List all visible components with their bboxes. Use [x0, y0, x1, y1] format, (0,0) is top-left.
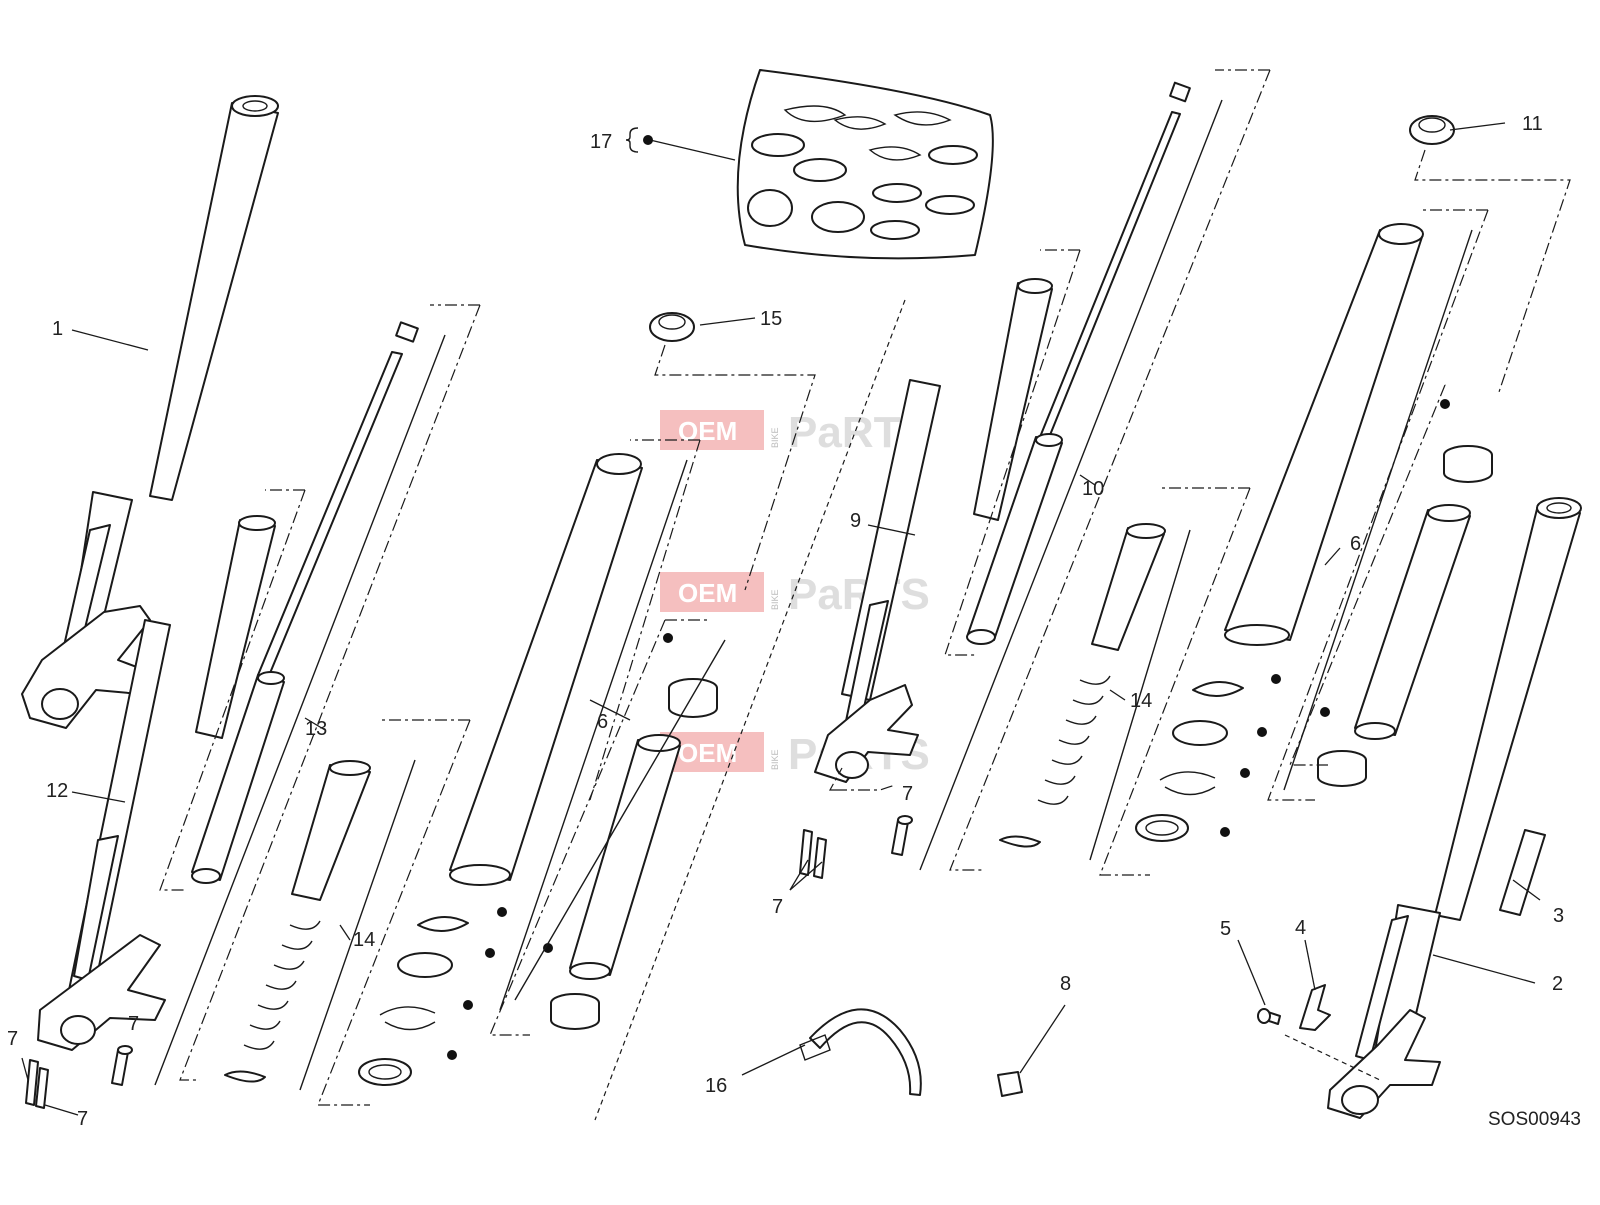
seal-kit-right[interactable] [1135, 681, 1244, 842]
bushing-left-upper[interactable] [668, 678, 718, 718]
bushing-dots-right [1220, 399, 1450, 837]
callout-6-right: 6 [1350, 533, 1361, 555]
callout-3: 3 [1553, 905, 1564, 927]
screw-right-b[interactable] [813, 837, 827, 879]
callout-13: 13 [305, 718, 327, 740]
screw-right-a[interactable] [799, 829, 813, 876]
watermark-oem: OEM [678, 738, 737, 768]
callout-16: 16 [705, 1075, 727, 1097]
callout-7-b: 7 [77, 1108, 88, 1130]
callout-7-a: 7 [7, 1028, 18, 1050]
inner-tube-right[interactable] [1224, 223, 1424, 646]
slider-tube-right[interactable] [1354, 504, 1471, 740]
fork-leg-complete-left[interactable] [21, 95, 279, 729]
leader-lines [21, 122, 1541, 1116]
cable-clamp[interactable] [799, 1008, 922, 1096]
callout-6-left: 6 [597, 711, 608, 733]
bracket-4[interactable] [1299, 984, 1331, 1031]
callout-1: 1 [52, 318, 63, 340]
inner-tube-right-small[interactable] [973, 278, 1053, 521]
callout-5: 5 [1220, 918, 1231, 940]
bushing-dots-left [447, 633, 673, 1060]
callout-labels: 1 2 3 4 5 6 6 7 7 7 7 7 8 9 10 11 12 13 … [7, 113, 1564, 1130]
callout-8: 8 [1060, 973, 1071, 995]
protector-pad[interactable] [1499, 829, 1546, 916]
slider-tube-left[interactable] [569, 734, 681, 980]
watermark-oem: OEM [678, 578, 737, 608]
watermark-1: OEM BIKE PaRTS [660, 408, 930, 457]
callout-2: 2 [1552, 973, 1563, 995]
callout-12: 12 [46, 780, 68, 802]
bushing-left-lower[interactable] [550, 993, 600, 1030]
watermark-bike: BIKE [770, 749, 780, 770]
callout-4: 4 [1295, 917, 1306, 939]
diagram-code: SOS00943 [1488, 1109, 1581, 1130]
callout-7-c: 7 [128, 1013, 139, 1035]
callout-14-left: 14 [353, 929, 375, 951]
bush-8[interactable] [997, 1071, 1023, 1097]
damper-cartridge-left[interactable] [191, 321, 419, 884]
callout-7-e: 7 [902, 783, 913, 805]
watermark-bike: BIKE [770, 589, 780, 610]
fork-spring-right[interactable] [999, 523, 1166, 848]
bushing-right-upper[interactable] [1443, 445, 1493, 483]
screw-left-c[interactable] [111, 1045, 133, 1086]
screw-left-a[interactable] [25, 1059, 39, 1106]
fork-outer-tube-right[interactable] [814, 379, 941, 783]
seal-kit-bag[interactable] [736, 69, 994, 260]
watermark-2: OEM BIKE PaRTS [660, 570, 930, 619]
callout-11: 11 [1522, 113, 1543, 135]
watermark-bike: BIKE [770, 427, 780, 448]
seal-kit-left[interactable] [358, 916, 469, 1086]
damper-cartridge-right[interactable] [966, 81, 1191, 645]
fork-cap-11[interactable] [1409, 115, 1455, 145]
screw-5[interactable] [1257, 1008, 1281, 1025]
callout-14-right: 14 [1130, 690, 1152, 712]
callout-10: 10 [1082, 478, 1104, 500]
callout-15: 15 [760, 308, 782, 330]
screw-left-b[interactable] [35, 1067, 49, 1109]
bushing-right-lower[interactable] [1317, 750, 1367, 787]
fork-leg-complete-right[interactable] [1327, 497, 1582, 1119]
callout-9: 9 [850, 510, 861, 532]
callout-17: 17 [590, 131, 612, 153]
watermark-oem: OEM [678, 416, 737, 446]
fork-outer-tube-left[interactable] [37, 619, 171, 1051]
watermark-parts: PaRTS [788, 570, 930, 619]
inner-tube-left-small[interactable] [195, 515, 276, 739]
fork-spring-left[interactable] [224, 760, 371, 1083]
screw-right-c[interactable] [891, 815, 913, 856]
callout-7-d: 7 [772, 896, 783, 918]
fork-cap-15[interactable] [649, 312, 695, 342]
inner-tube-left[interactable] [449, 453, 643, 886]
